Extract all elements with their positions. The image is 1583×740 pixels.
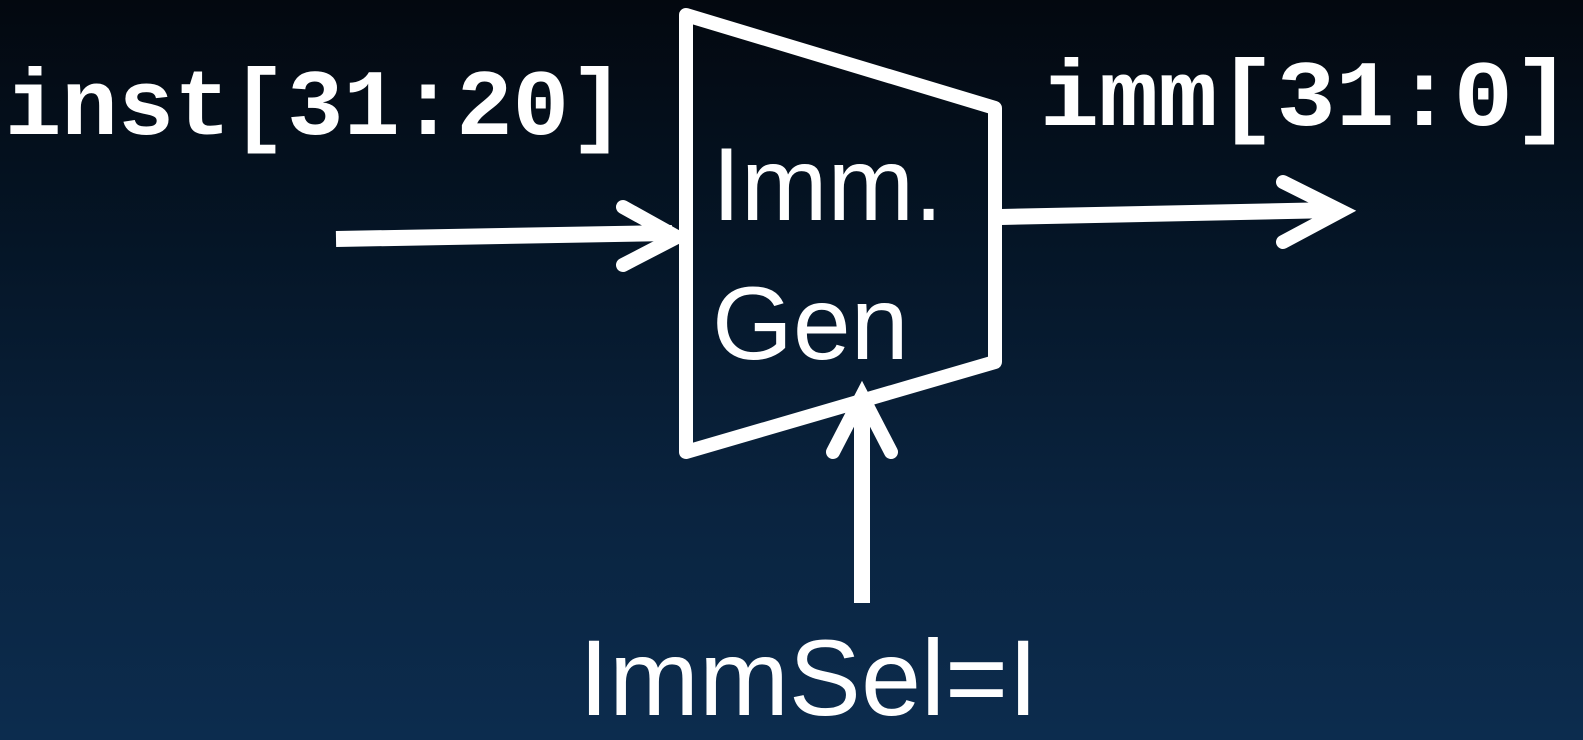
input-label: inst[31:20] [5,57,626,163]
control-label: ImmSel=I [579,617,1038,738]
output-label: imm[31:0] [1040,48,1572,154]
block-label-line2: Gen [712,266,909,382]
block-label-line1: Imm. [712,127,943,243]
output-arrow [1000,175,1357,249]
input-arrow [335,200,692,272]
control-arrow [826,380,898,603]
imm-gen-block [679,8,1002,459]
